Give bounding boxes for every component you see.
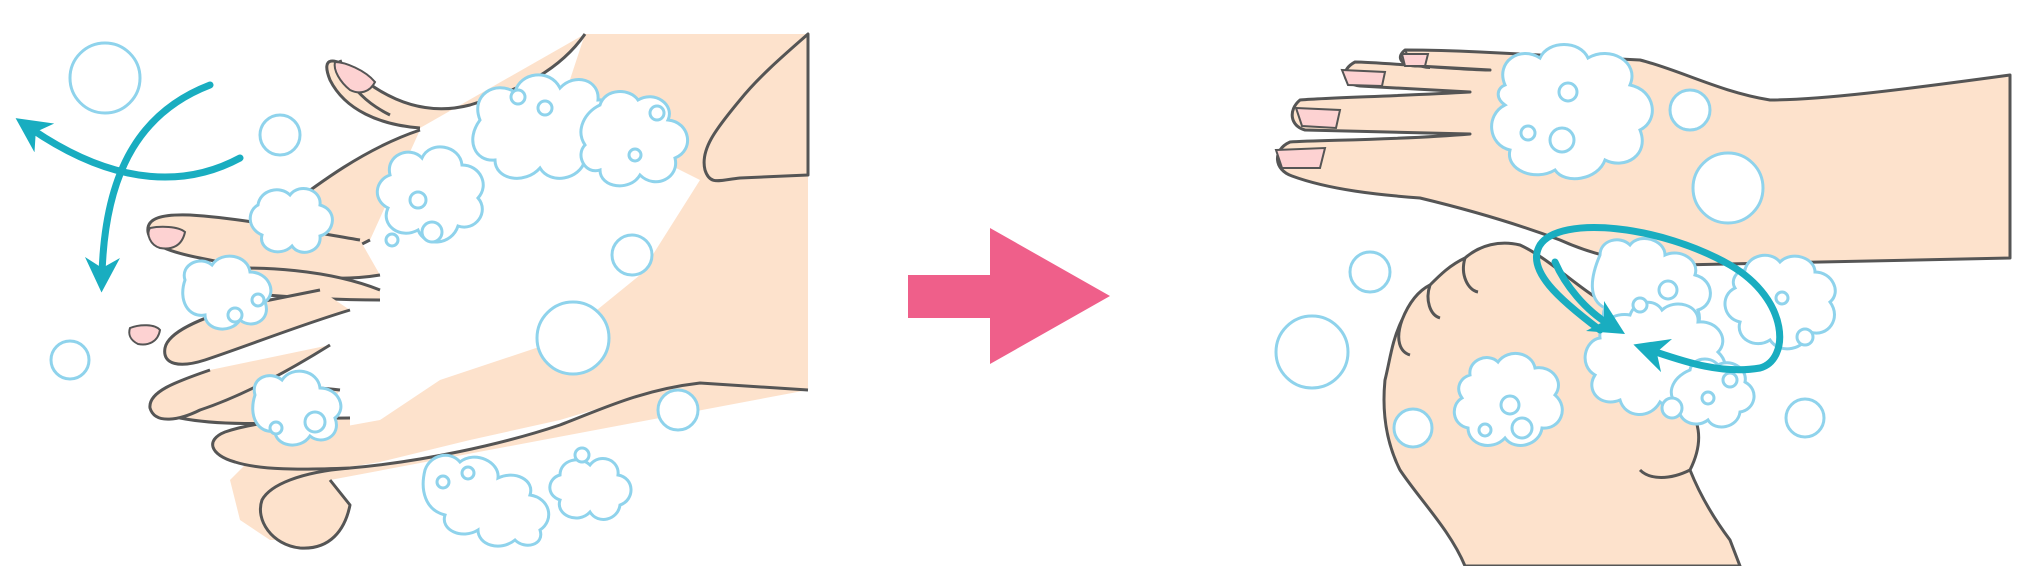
right-bubbles [1274, 81, 1826, 449]
left-bubbles [49, 41, 700, 490]
left-panel [15, 32, 810, 550]
right-panel [1274, 43, 2012, 566]
left-motion-arrows [15, 81, 244, 293]
right-motion-arrow [1532, 224, 1784, 374]
right-upper-hand [1274, 48, 2012, 267]
right-arrow-icon [908, 228, 1110, 364]
